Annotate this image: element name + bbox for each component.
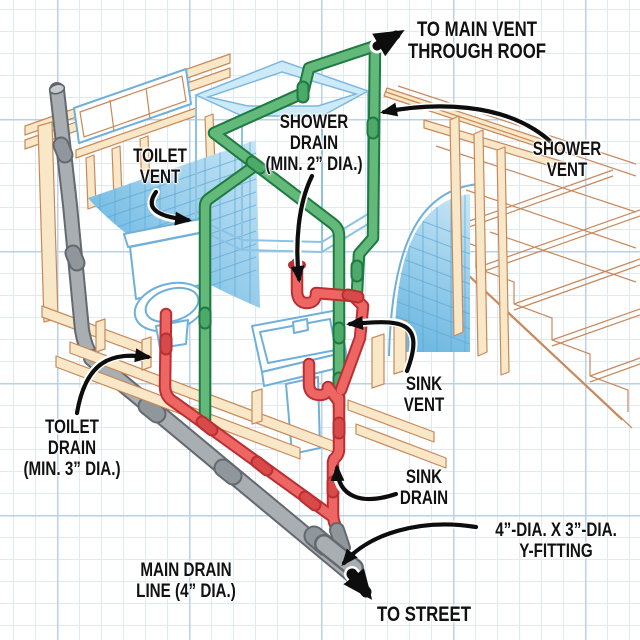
label-sink-drain: SINK DRAIN <box>399 467 449 509</box>
label-main-vent: TO MAIN VENT THROUGH ROOF <box>407 18 547 63</box>
drain-pipes-red <box>158 257 370 545</box>
sink-drain-arrow <box>330 464 399 502</box>
to-street-arrow <box>343 568 373 600</box>
callout-arrows <box>73 29 555 600</box>
label-shower-drain: SHOWER DRAIN (MIN. 2” DIA.) <box>265 112 363 175</box>
toilet <box>123 218 207 349</box>
shower-drain-arrow <box>290 173 315 283</box>
label-sink-vent: SINK VENT <box>403 374 445 416</box>
stack-open-end <box>48 83 66 95</box>
red-couplings <box>159 261 365 512</box>
toilet-vent-arrow <box>149 189 192 226</box>
label-to-street: TO STREET <box>377 603 471 626</box>
y-fitting-gray <box>303 522 364 583</box>
toilet-drain-arrow <box>74 348 152 416</box>
left-wall-framing <box>24 53 231 358</box>
shower-vent-arrow <box>380 102 554 145</box>
label-shower-vent: SHOWER VENT <box>532 139 602 181</box>
right-wall-studs <box>449 115 510 376</box>
label-toilet-vent: TOILET VENT <box>133 146 187 188</box>
label-main-drain: MAIN DRAIN LINE (4” DIA.) <box>136 560 236 602</box>
to-main-vent-arrow <box>372 29 405 57</box>
vent-pipes-green <box>198 39 382 432</box>
label-y-fitting: 4”-DIA. X 3”-DIA. Y-FITTING <box>495 520 617 562</box>
sink-vent-arrow <box>346 315 416 374</box>
label-toilet-drain: TOILET DRAIN (MIN. 3” DIA.) <box>23 417 121 480</box>
y-fitting-arrow <box>341 522 479 567</box>
